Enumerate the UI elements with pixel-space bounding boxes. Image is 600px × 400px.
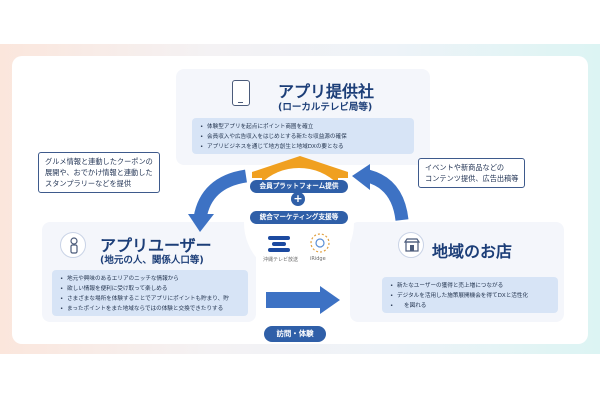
local-shop-bullets: 新たなユーザーの獲得と売上増につながる デジタルを活用した施策展開機会を得てDX… <box>382 277 558 313</box>
okinawa-tv-label: 沖縄テレビ放送 <box>263 257 299 263</box>
shop-icon <box>398 232 424 258</box>
app-user-bullets: 地元や興味のあるエリアのニッチな情報から 欲しい情報を便利に受け取って楽しめる … <box>52 270 248 316</box>
okinawa-tv-logo <box>268 236 290 252</box>
right-arrow-head <box>352 164 370 190</box>
callout-line: コンテンツ提供、広告出稿等 <box>425 174 519 183</box>
platform-pill: 会員プラットフォーム提供 <box>250 180 348 193</box>
bullet-item: 新たなユーザーの獲得と売上増につながる <box>390 281 550 291</box>
straight-arrow-head <box>320 286 340 314</box>
left-callout: グルメ情報と連動したクーポンの 展開や、おでかけ情報と連動した スタンプラリーな… <box>38 152 160 193</box>
app-user-title: アプリユーザー <box>100 236 212 255</box>
left-arrow-head <box>188 214 214 232</box>
iridge-label: iRidge <box>310 256 326 262</box>
right-callout: イベントや新商品などの コンテンツ提供、広告出稿等 <box>418 158 526 188</box>
visit-experience-label: 訪問・体験 <box>264 326 326 342</box>
app-provider-subtitle: (ローカルテレビ局等) <box>278 102 373 113</box>
app-user-subtitle: (地元の人、関係人口等) <box>100 255 204 266</box>
callout-line: イベントや新商品などの <box>425 163 505 172</box>
bullet-item-cont: を図れる <box>390 301 550 311</box>
bullet-item: 体験型アプリを起点にポイント商圏を確立 <box>200 122 406 132</box>
bullet-item-cont: 欲しい情報を便利に受け取って楽しめる <box>60 284 240 294</box>
local-shop-title: 地域のお店 <box>432 242 513 261</box>
app-provider-bullets: 体験型アプリを起点にポイント商圏を確立 会員収入や広告収入をはじめとする新たな収… <box>192 118 414 154</box>
app-provider-title: アプリ提供社 <box>278 82 375 101</box>
bullet-item-cont: まったポイントをまた地域ならではの体験と交換できたりする <box>60 304 240 314</box>
bullet-item: 会員収入や広告収入をはじめとする新たな収益源の確保 <box>200 132 406 142</box>
bullet-item: アプリビジネスを通じて地方創生と地域DXの要となる <box>200 142 406 152</box>
callout-line: スタンプラリーなどを提供 <box>45 179 132 188</box>
person-icon <box>60 232 86 258</box>
bullet-item: 地元や興味のあるエリアのニッチな情報から <box>60 274 240 284</box>
smartphone-icon <box>232 80 250 106</box>
right-curved-arrow <box>365 169 409 221</box>
iridge-logo <box>310 233 330 253</box>
plus-icon: + <box>291 192 305 206</box>
callout-line: グルメ情報と連動したクーポンの <box>45 157 153 166</box>
bullet-item: デジタルを活用した施策展開機会を得てDXと活性化 <box>390 291 550 301</box>
bullet-item: さまざまな場所を体験することでアプリにポイントも貯まり、貯 <box>60 294 240 304</box>
straight-arrow-body <box>266 292 322 308</box>
callout-line: 展開や、おでかけ情報と連動した <box>45 168 153 177</box>
marketing-pill: 統合マーケティング支援等 <box>250 211 348 224</box>
left-curved-arrow <box>193 169 248 220</box>
